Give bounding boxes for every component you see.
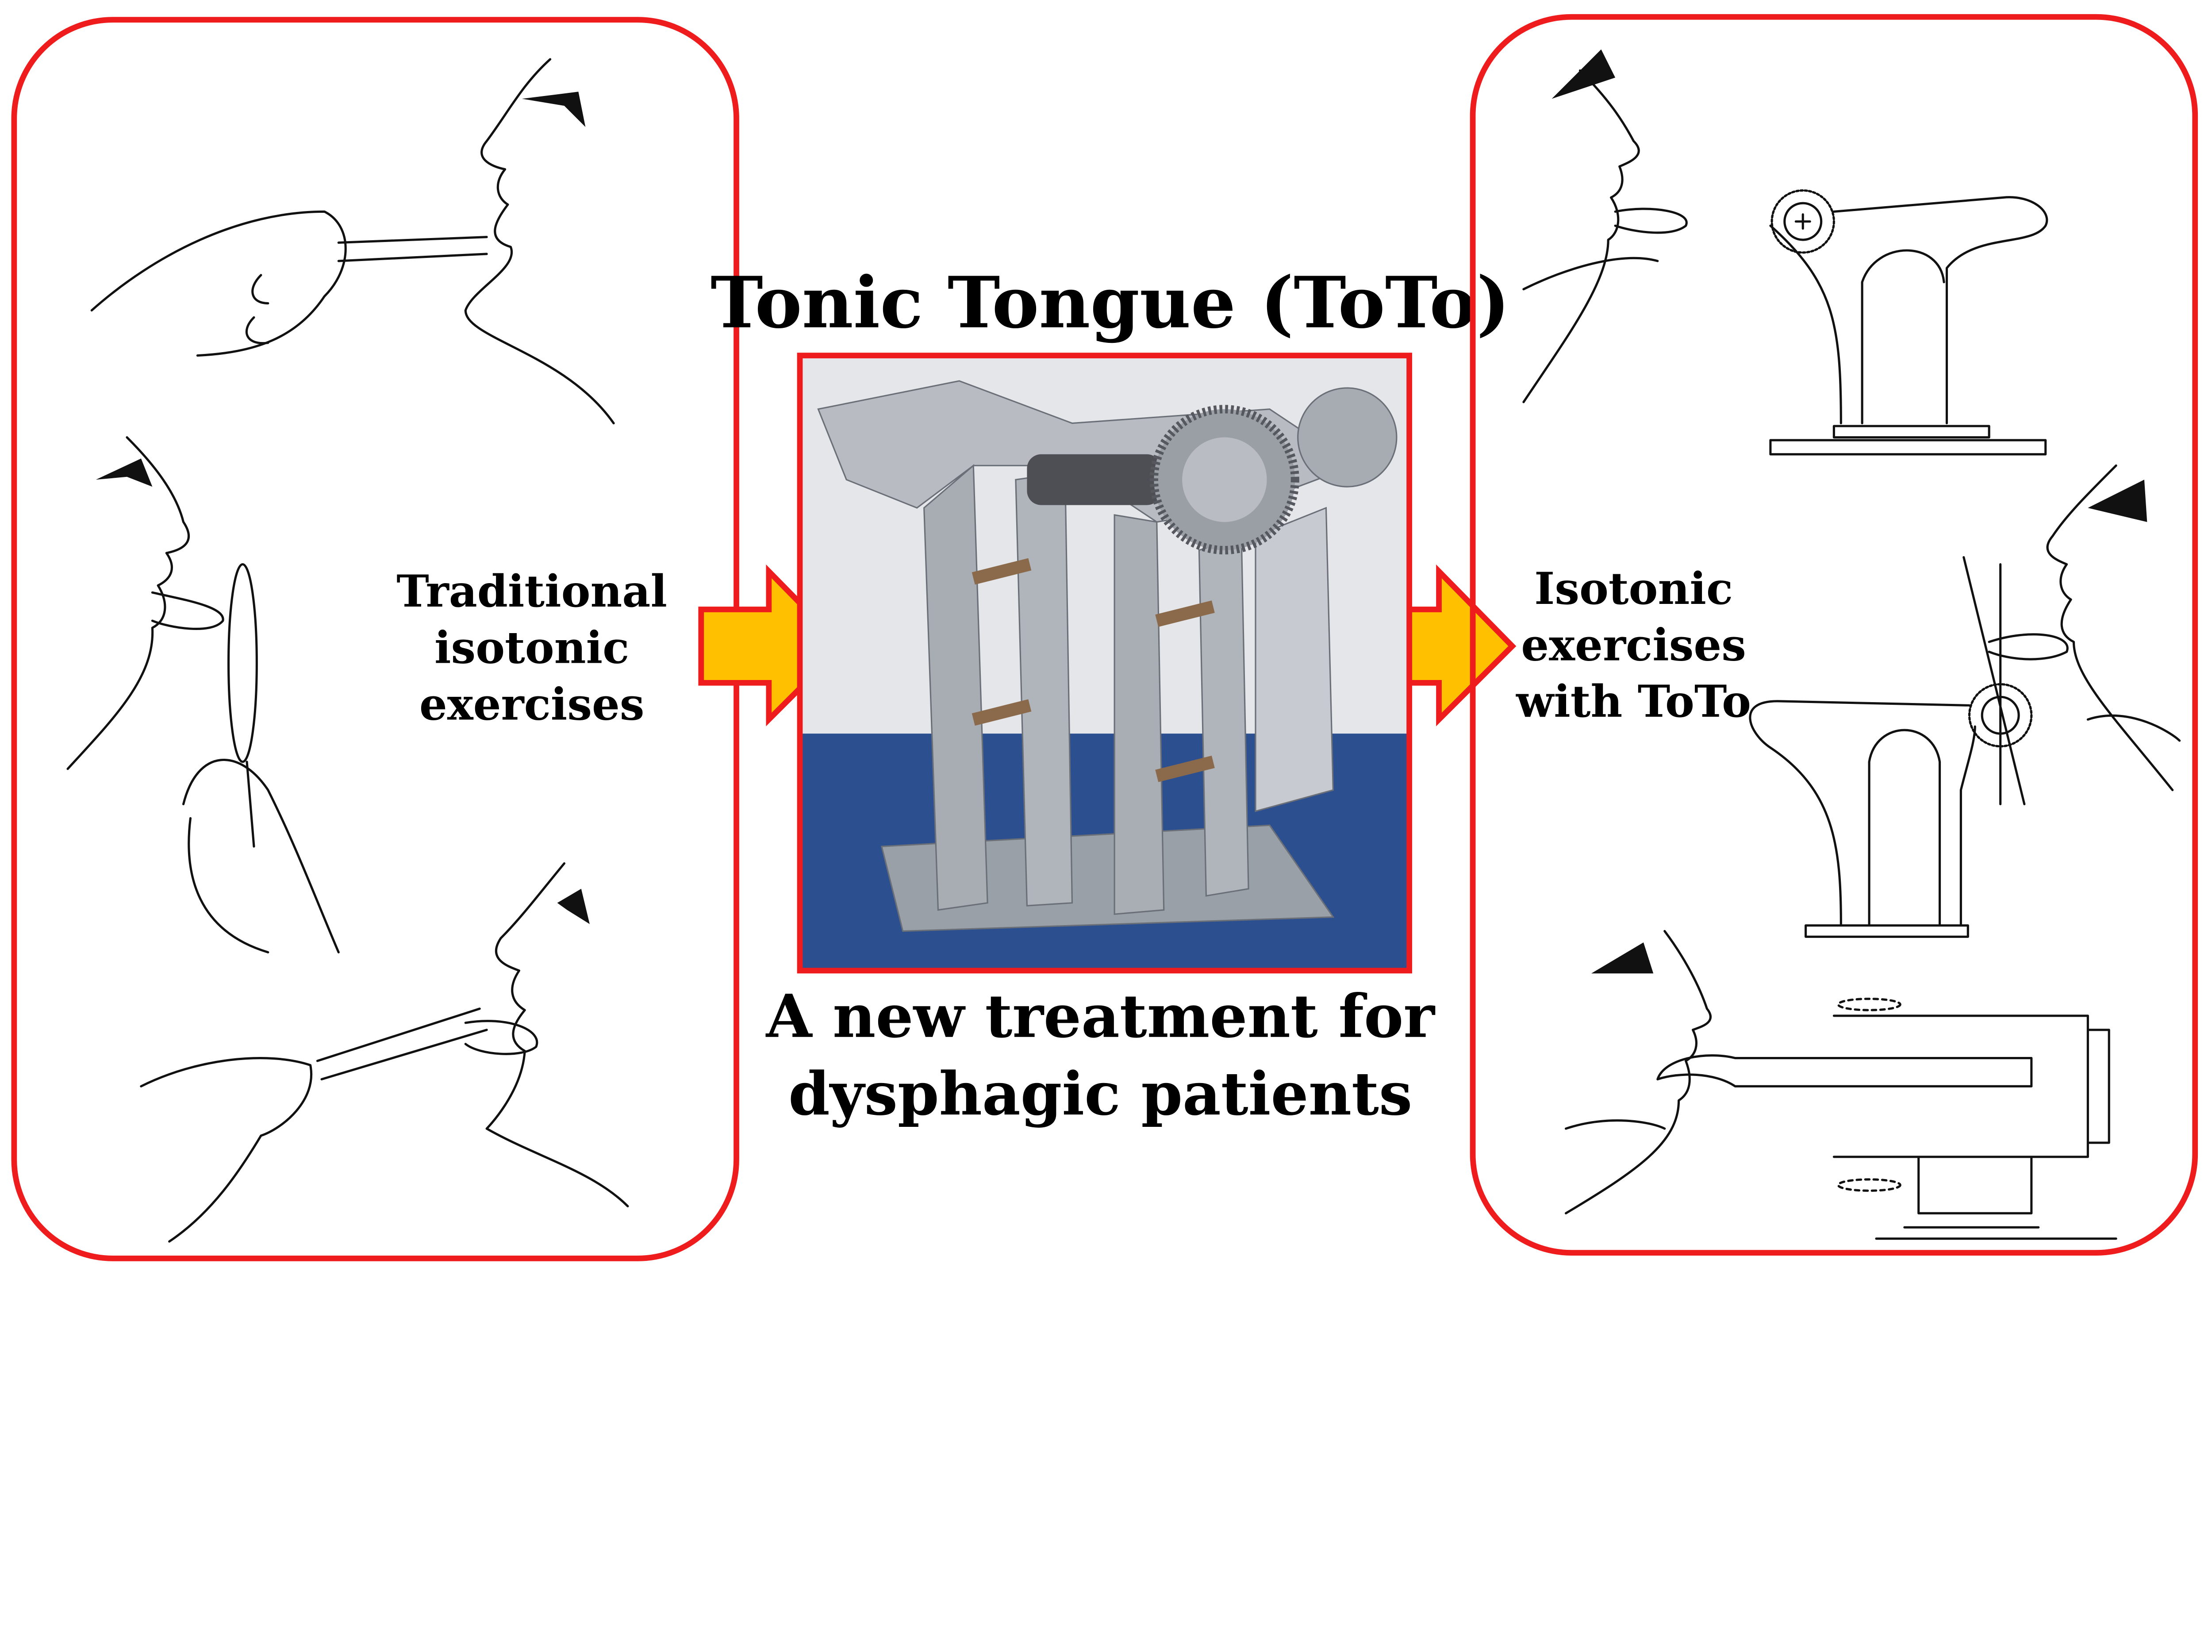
label-line: exercises [1521,619,1746,671]
toto-front-illustration [1522,49,2048,456]
label-line: Traditional [396,566,667,617]
left-panel: Traditional isotonic exercises [11,17,739,1261]
right-panel: Isotonic exercises with ToTo [1470,14,2198,1256]
graphical-abstract: Traditional isotonic exercises Tonic Ton… [11,14,2198,1261]
subtitle-line: dysphagic patients [788,1059,1412,1129]
face-finger-illustration [90,58,615,425]
label-line: exercises [419,679,645,730]
subtitle-line: A new treatment for [765,981,1436,1051]
toto-device-photo [797,353,1412,974]
face-stick-illustration [140,862,629,1243]
right-label: Isotonic exercises with ToTo [1516,563,1751,727]
toto-lateral-illustration [1749,464,2181,938]
label-line: isotonic [434,622,629,674]
face-mirror-illustration [66,436,340,953]
label-line: with ToTo [1516,676,1751,727]
toto-top-illustration [1564,930,2117,1240]
title: Tonic Tongue (ToTo) [710,261,1510,344]
left-label: Traditional isotonic exercises [396,566,667,730]
right-panel-frame [1470,14,2198,1256]
label-line: Isotonic [1534,563,1733,615]
